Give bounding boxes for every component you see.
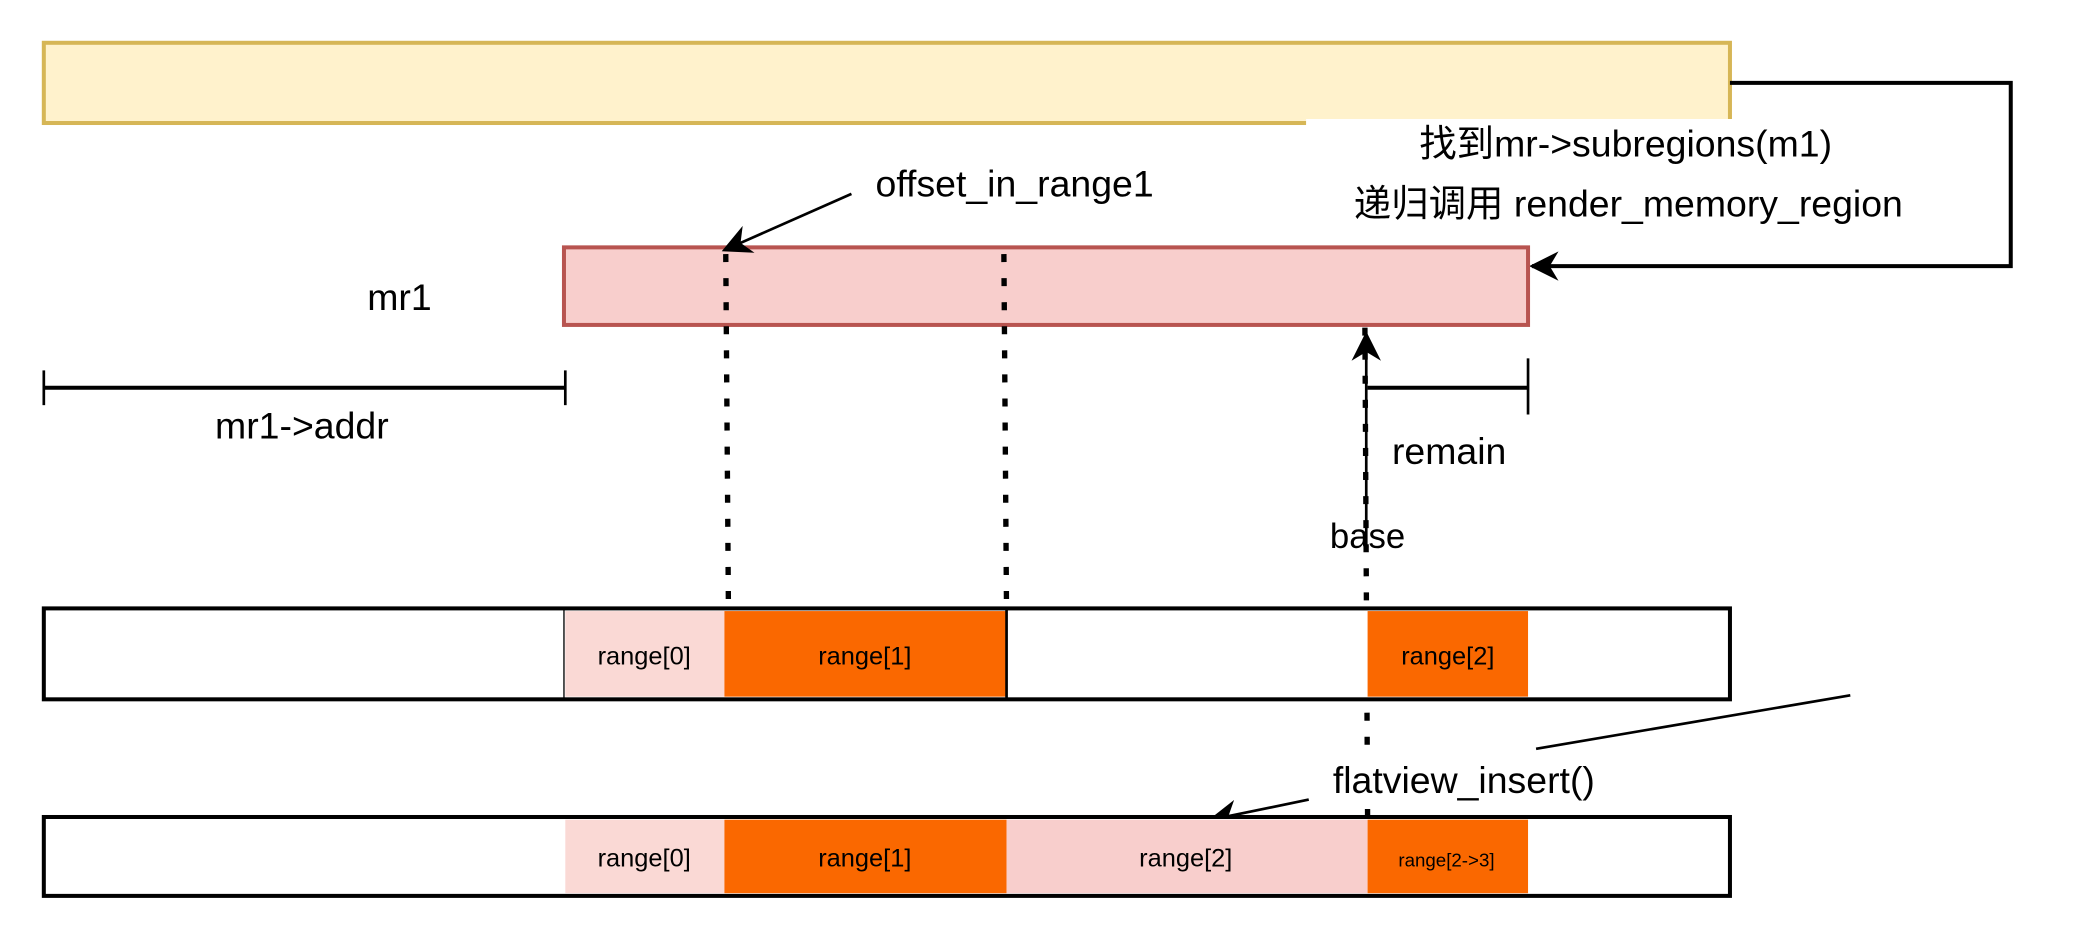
row2-range-2	[1006, 819, 1368, 894]
row1-range-2	[1367, 611, 1529, 697]
flatview-row-2: range[0] range[1] range[2] range[2->3]	[41, 814, 1732, 898]
remain-label: remain	[1392, 430, 1506, 472]
flatview-insert-label: flatview_insert()	[1333, 759, 1595, 801]
label-background	[1306, 119, 1734, 130]
row2-range-0	[565, 819, 725, 894]
base-label: base	[1330, 518, 1405, 556]
subregion-label-1: 找到mr->subregions(m1)	[1419, 122, 1832, 164]
row2-range-2-label: range[2]	[1139, 844, 1232, 872]
flatview-row-1: range[0] range[1] range[2]	[41, 606, 1732, 702]
insert-connector	[1535, 693, 1851, 751]
guide-dotted-3	[1362, 327, 1371, 819]
guide-dotted-2	[1001, 254, 1010, 616]
offset-label: offset_in_range1	[876, 163, 1154, 205]
mr1-label: mr1	[367, 276, 431, 318]
recursion-arrow	[1529, 80, 2013, 281]
row1-range-1-label: range[1]	[818, 643, 911, 671]
row2-range-1-label: range[1]	[818, 844, 911, 872]
mr1-box	[561, 245, 1531, 327]
offset-arrow	[721, 192, 852, 253]
row1-range-0-label: range[0]	[598, 643, 691, 671]
row2-range-2-3-label: range[2->3]	[1398, 849, 1494, 870]
row2-range-2-3	[1367, 819, 1529, 894]
guide-dotted-1	[723, 254, 732, 610]
subregion-label-2: 递归调用 render_memory_region	[1354, 183, 1903, 225]
row1-range-1	[724, 611, 1007, 697]
row2-range-1	[724, 819, 1007, 894]
row1-range-0	[565, 611, 725, 697]
parent-region-box	[41, 40, 1732, 126]
row2-range-0-label: range[0]	[598, 844, 691, 872]
mr1-addr-label: mr1->addr	[215, 405, 389, 447]
insert-label-bg	[1306, 752, 1627, 801]
row1-range-2-label: range[2]	[1401, 643, 1494, 671]
